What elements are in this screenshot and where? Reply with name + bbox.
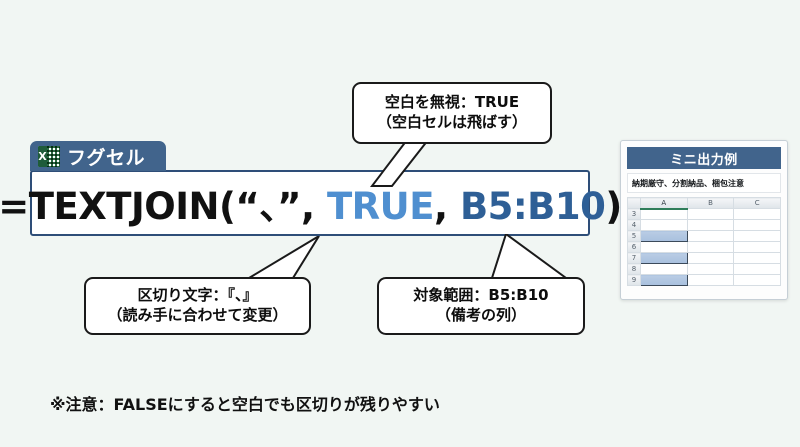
table-row: 3 xyxy=(627,208,781,220)
formula-bar[interactable]: =TEXTJOIN(“、”, TRUE, B5:B10) xyxy=(0,170,622,236)
callout-top-line1: 空白を無視：TRUE xyxy=(384,93,520,112)
callout-delimiter: 区切り文字：『、』 （読み手に合わせて変更） xyxy=(84,277,311,335)
callout-left-tail xyxy=(245,236,320,279)
select-all-corner[interactable] xyxy=(627,197,641,209)
table-row: 5 xyxy=(627,230,781,242)
cell-c[interactable] xyxy=(733,263,781,275)
table-row: 4 xyxy=(627,219,781,231)
row-header[interactable]: 7 xyxy=(627,252,641,264)
cell-b[interactable] xyxy=(686,208,735,220)
app-tab-label: フグセル xyxy=(67,146,146,169)
spreadsheet-body: 3 4 5 6 xyxy=(627,208,781,286)
cell-a-highlighted[interactable] xyxy=(640,274,688,286)
formula-suffix: ) xyxy=(605,185,622,228)
formula-separator: , xyxy=(434,185,460,228)
cell-b[interactable] xyxy=(686,263,735,275)
excel-icon-letter: X xyxy=(38,145,47,167)
row-header[interactable]: 5 xyxy=(627,230,641,242)
table-row: 6 xyxy=(627,241,781,253)
cell-c[interactable] xyxy=(733,252,781,264)
callout-top-line2: （空白セルは飛ばす） xyxy=(376,113,527,131)
row-header[interactable]: 4 xyxy=(627,219,641,231)
column-header-a[interactable]: A xyxy=(640,197,688,210)
row-header[interactable]: 8 xyxy=(627,263,641,275)
column-header-c[interactable]: C xyxy=(733,197,781,209)
excel-icon: X xyxy=(38,145,60,167)
cell-a[interactable] xyxy=(640,263,688,275)
cell-c[interactable] xyxy=(733,241,781,253)
cell-b[interactable] xyxy=(686,230,735,242)
formula-range-arg: B5:B10 xyxy=(459,185,606,228)
cell-c[interactable] xyxy=(733,219,781,231)
cell-b[interactable] xyxy=(686,252,735,264)
cell-a[interactable] xyxy=(640,208,688,220)
warning-note: ※注意：FALSEにすると空白でも区切りが残りやすい xyxy=(50,395,440,414)
callout-right-tail xyxy=(490,234,570,279)
row-header[interactable]: 6 xyxy=(627,241,641,253)
callout-right-line2: （備考の列） xyxy=(435,306,526,324)
spreadsheet-header-row: A B C xyxy=(627,197,781,210)
mini-spreadsheet[interactable]: A B C 3 4 5 xyxy=(627,197,781,286)
callout-right-line1: 対象範囲：B5:B10 xyxy=(413,286,549,305)
cell-a-highlighted[interactable] xyxy=(640,252,688,264)
app-tab[interactable]: X フグセル xyxy=(30,141,166,171)
callout-ignore-blank: 空白を無視：TRUE （空白セルは飛ばす） xyxy=(352,82,552,144)
formula-prefix: =TEXTJOIN(“、”, xyxy=(0,185,327,228)
cell-a[interactable] xyxy=(640,219,688,231)
column-header-b[interactable]: B xyxy=(686,197,735,209)
cell-c[interactable] xyxy=(733,274,781,286)
callout-range: 対象範囲：B5:B10 （備考の列） xyxy=(377,277,585,335)
callout-left-line1: 区切り文字：『、』 xyxy=(137,286,258,305)
excel-icon-grid xyxy=(47,145,60,167)
cell-a-highlighted[interactable] xyxy=(640,230,688,242)
mini-output-panel: ミニ出力例 納期厳守、分割納品、梱包注意 A B C 3 4 xyxy=(620,140,788,300)
formula-text: =TEXTJOIN(“、”, TRUE, B5:B10) xyxy=(0,176,622,230)
table-row: 8 xyxy=(627,263,781,275)
callout-left-line2: （読み手に合わせて変更） xyxy=(107,306,288,324)
mini-output-title: ミニ出力例 xyxy=(627,147,781,169)
table-row: 7 xyxy=(627,252,781,264)
formula-true-arg: TRUE xyxy=(326,185,435,228)
cell-a[interactable] xyxy=(640,241,688,253)
row-header[interactable]: 9 xyxy=(627,274,641,286)
table-row: 9 xyxy=(627,274,781,286)
cell-c[interactable] xyxy=(733,230,781,242)
mini-output-result: 納期厳守、分割納品、梱包注意 xyxy=(627,173,781,193)
cell-b[interactable] xyxy=(686,274,735,286)
cell-c[interactable] xyxy=(733,208,781,220)
cell-b[interactable] xyxy=(686,241,735,253)
row-header[interactable]: 3 xyxy=(627,208,641,220)
cell-b[interactable] xyxy=(686,219,735,231)
